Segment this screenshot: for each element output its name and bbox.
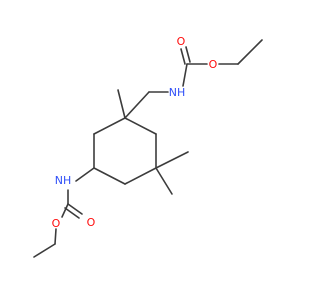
double-bond (180, 48, 186, 65)
oxygen-atom: O (209, 58, 218, 71)
ring-bond (93, 117, 126, 135)
double-bond (64, 207, 80, 219)
oxygen-atom: O (52, 217, 61, 230)
chain-bond (182, 63, 188, 87)
oxygen-atom: O (177, 35, 186, 48)
nitrogen-atom: NH (55, 174, 72, 187)
nitrogen-atom: NH (169, 86, 186, 99)
chain-bond (237, 39, 263, 65)
methyl-bond (155, 151, 189, 169)
atom-labels: O O NH NH O O (52, 35, 218, 230)
chain-bond (33, 243, 56, 258)
ring-bond (93, 167, 126, 185)
ring-bond (124, 167, 157, 185)
methyl-bond (117, 89, 126, 119)
molecule-structure: O O NH NH O O (0, 0, 300, 300)
background (0, 0, 300, 300)
double-bond (185, 46, 191, 63)
chain-bond (54, 228, 57, 245)
chain-bond (61, 203, 69, 218)
ring-bond (124, 117, 157, 135)
bonds (33, 39, 263, 258)
double-bond (67, 203, 83, 215)
chain-bond (75, 167, 95, 182)
oxygen-atom: O (87, 216, 96, 229)
methyl-bond (155, 167, 173, 195)
chain-bond (124, 91, 150, 119)
